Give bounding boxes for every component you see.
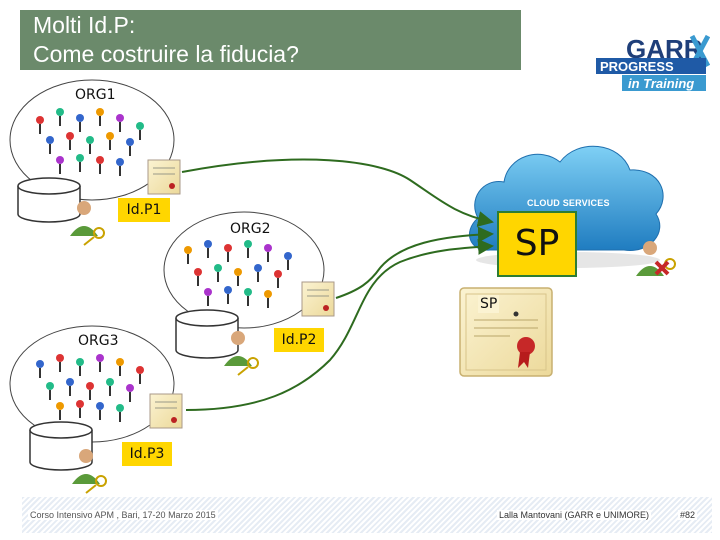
org1-people-icon bbox=[36, 108, 144, 176]
arrow-org1-to-sp bbox=[181, 158, 494, 227]
garr-progress-logo: GARR PROGRESS in Training bbox=[592, 28, 711, 94]
org2-certificate-icon bbox=[301, 281, 335, 317]
idp3-box: Id.P3 bbox=[122, 442, 172, 466]
sp-certificate-icon bbox=[459, 287, 553, 377]
slide-title-line1: Molti Id.P: bbox=[33, 12, 136, 38]
footer-page-number: #82 bbox=[678, 510, 698, 520]
arrow-org3-to-sp bbox=[185, 238, 494, 411]
title-bar: Molti Id.P: Come costruire la fiducia? bbox=[20, 10, 521, 70]
trust-arrows bbox=[181, 158, 494, 411]
slide-title-line2: Come costruire la fiducia? bbox=[33, 41, 299, 67]
sp-certificate-label: SP bbox=[478, 295, 500, 313]
org1-database-icon bbox=[17, 177, 81, 223]
org3-group bbox=[9, 325, 183, 494]
arrow-org2-to-sp bbox=[335, 226, 494, 299]
org3-database-icon bbox=[29, 421, 93, 471]
org3-people-icon bbox=[36, 354, 144, 422]
footer-author: Lalla Mantovani (GARR e UNIMORE) bbox=[497, 510, 652, 520]
cloud-services-label: CLOUD SERVICES bbox=[527, 198, 610, 208]
org1-user-key-icon bbox=[70, 201, 105, 246]
org2-database-icon bbox=[175, 309, 239, 359]
org2-user-key-icon bbox=[224, 331, 259, 376]
logo-line2: in Training bbox=[628, 76, 694, 91]
org2-people-icon bbox=[184, 240, 292, 308]
sp-box: SP bbox=[497, 211, 577, 277]
org1-label: ORG1 bbox=[75, 87, 116, 103]
org3-label: ORG3 bbox=[78, 333, 119, 349]
sp-user-blocked-icon bbox=[636, 241, 676, 276]
logo-line1: PROGRESS bbox=[600, 59, 674, 74]
idp1-box: Id.P1 bbox=[118, 198, 170, 222]
org2-group bbox=[163, 211, 335, 376]
org3-user-key-icon bbox=[72, 449, 107, 494]
org1-group bbox=[9, 79, 181, 246]
org2-label: ORG2 bbox=[230, 221, 271, 237]
org3-certificate-icon bbox=[149, 393, 183, 429]
footer-course-info: Corso Intensivo APM , Bari, 17-20 Marzo … bbox=[28, 510, 218, 520]
org1-certificate-icon bbox=[147, 159, 181, 195]
idp2-box: Id.P2 bbox=[274, 328, 324, 352]
